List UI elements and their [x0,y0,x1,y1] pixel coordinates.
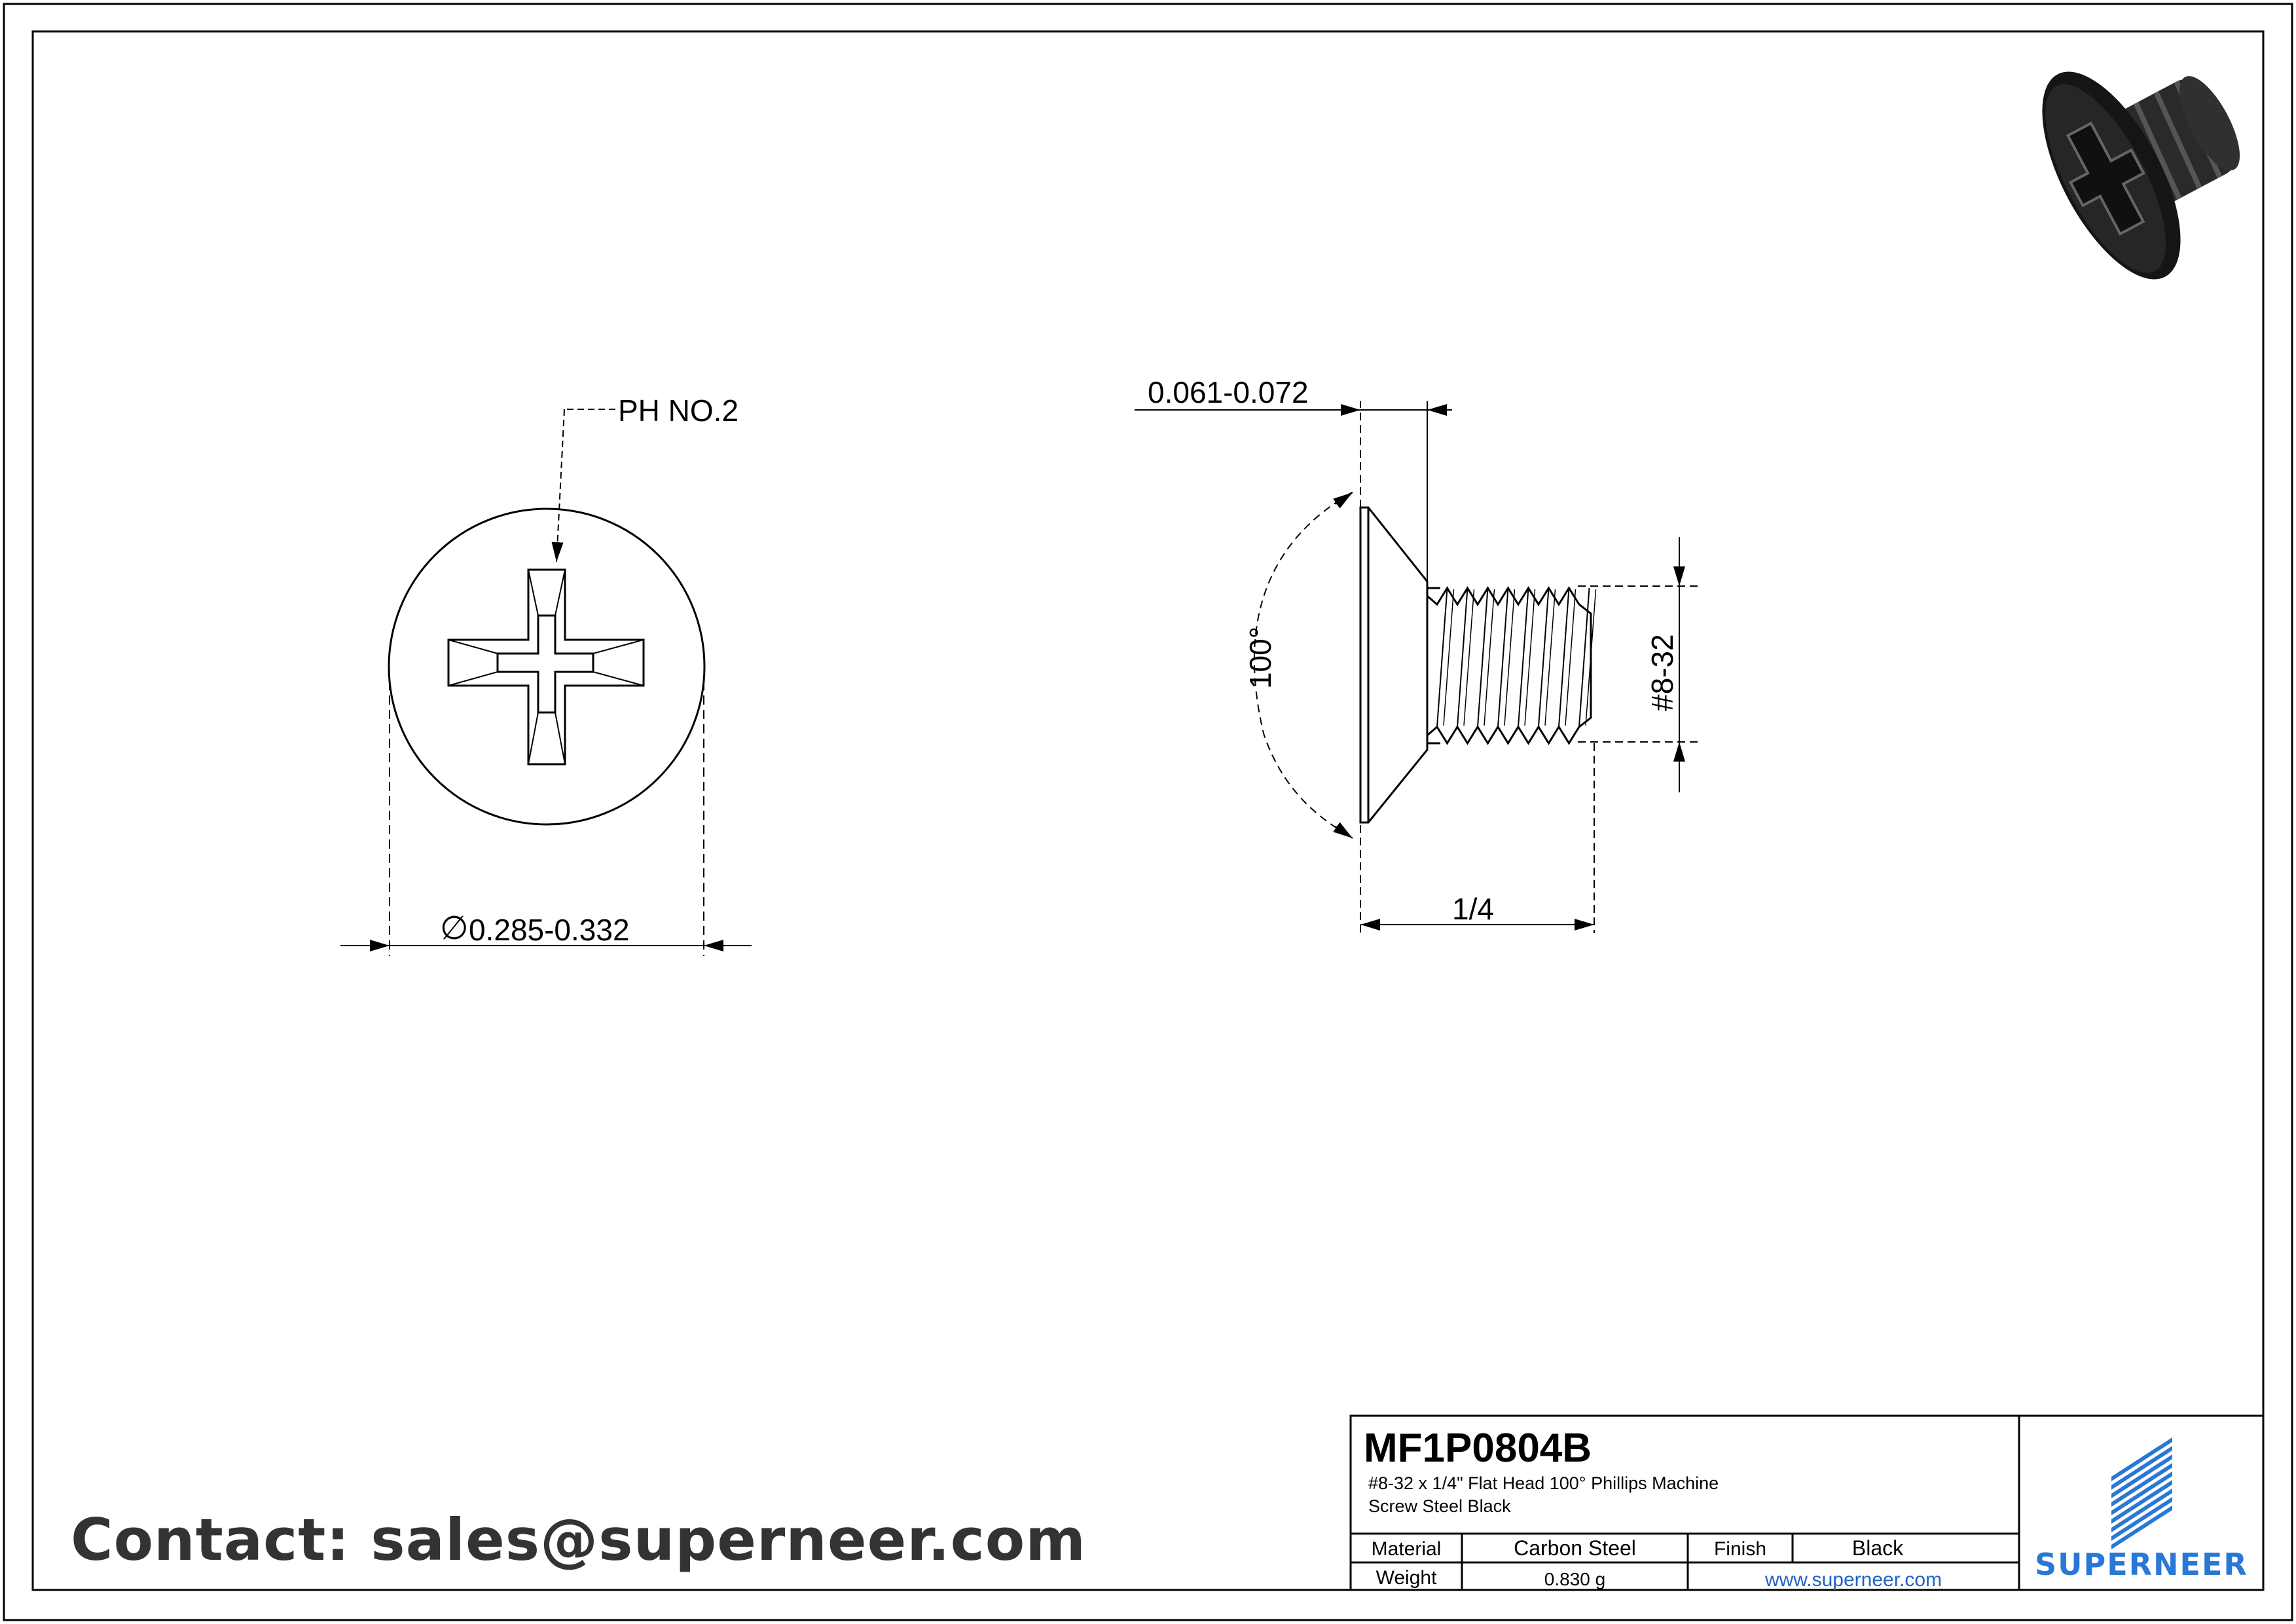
thread-helix-line [1504,589,1516,726]
thread-crest-top [1427,586,1580,606]
material-label: Material [1371,1538,1442,1560]
head-height-dimension [1135,401,1452,581]
thread-helix-line [1585,589,1597,726]
thread-size-label: #8-32 [1645,634,1679,711]
phillips-recess-inner [496,614,594,714]
angle-dimension [1253,492,1353,839]
finish-value: Black [1851,1536,1904,1560]
description-line-1: #8-32 x 1/4" Flat Head 100° Phillips Mac… [1368,1473,1719,1493]
thread-helix-line [1463,589,1475,726]
description-line-2: Screw Steel Black [1368,1496,1511,1516]
thread-crest-bottom [1427,725,1580,745]
head-outline-circle [388,507,706,826]
superneer-logo-icon [2111,1437,2172,1549]
thread-helix-line [1538,587,1550,728]
logo-stripe [2111,1446,2172,1490]
angle-label: 100° [1243,627,1277,689]
threaded-shank-outline [1427,587,1440,745]
logo-stripe [2111,1454,2172,1498]
thread-helix-line [1558,587,1570,728]
thread-helix-line [1565,589,1576,726]
material-value: Carbon Steel [1514,1536,1636,1560]
thread-helix-line [1436,587,1448,728]
logo-stripe [2111,1471,2172,1515]
sheet-border-inner [31,30,2265,1591]
logo-stripe [2111,1505,2172,1549]
screw-3d-icon [2042,71,2240,280]
countersunk-head [1359,506,1429,824]
weight-value: 0.830 g [1544,1569,1606,1589]
thread-helix-line [1518,587,1529,728]
thread-helix-line [1443,589,1455,726]
finish-label: Finish [1713,1538,1767,1560]
contact-email: Contact: sales@superneer.com [71,1506,1086,1574]
thread-helix-line [1544,589,1556,726]
logo-stripe [2111,1437,2172,1481]
side-view [1359,506,1440,824]
drive-leader [551,409,615,563]
thread-helix-line [1457,587,1468,728]
phillips-cross-outline [447,568,645,766]
length-label: 1/4 [1452,892,1494,926]
logo-stripe [2111,1497,2172,1541]
head-height-label: 0.061-0.072 [1148,375,1309,409]
weight-label: Weight [1376,1567,1437,1589]
thread-helix-line [1524,589,1536,726]
part-description: #8-32 x 1/4" Flat Head 100° Phillips Mac… [1368,1472,1827,1518]
sheet-border-outer [3,3,2293,1621]
length-dimension [1360,743,1595,933]
title-block [1349,1414,2265,1591]
thread-end-chamfer [1578,603,1592,728]
thread-helix-line [1484,589,1495,726]
diameter-symbol: ∅ [440,910,469,946]
thread-helix-line [1497,587,1509,728]
diameter-label: 0.285-0.332 [469,913,630,947]
drive-label: PH NO.2 [618,394,738,428]
thread-size-dimension [1578,537,1702,792]
logo-stripe [2111,1488,2172,1532]
thread-profile [1427,586,1597,745]
head-view [388,507,706,956]
website-link[interactable]: www.superneer.com [1764,1569,1942,1591]
brand-name: SUPERNEER [2035,1547,2248,1582]
logo-stripe [2111,1480,2172,1524]
logo-stripe [2111,1463,2172,1507]
thread-helix-line [1578,587,1590,728]
phillips-taper-lines [448,569,644,765]
thread-helix-line [1477,587,1489,728]
part-number: MF1P0804B [1364,1426,1592,1471]
